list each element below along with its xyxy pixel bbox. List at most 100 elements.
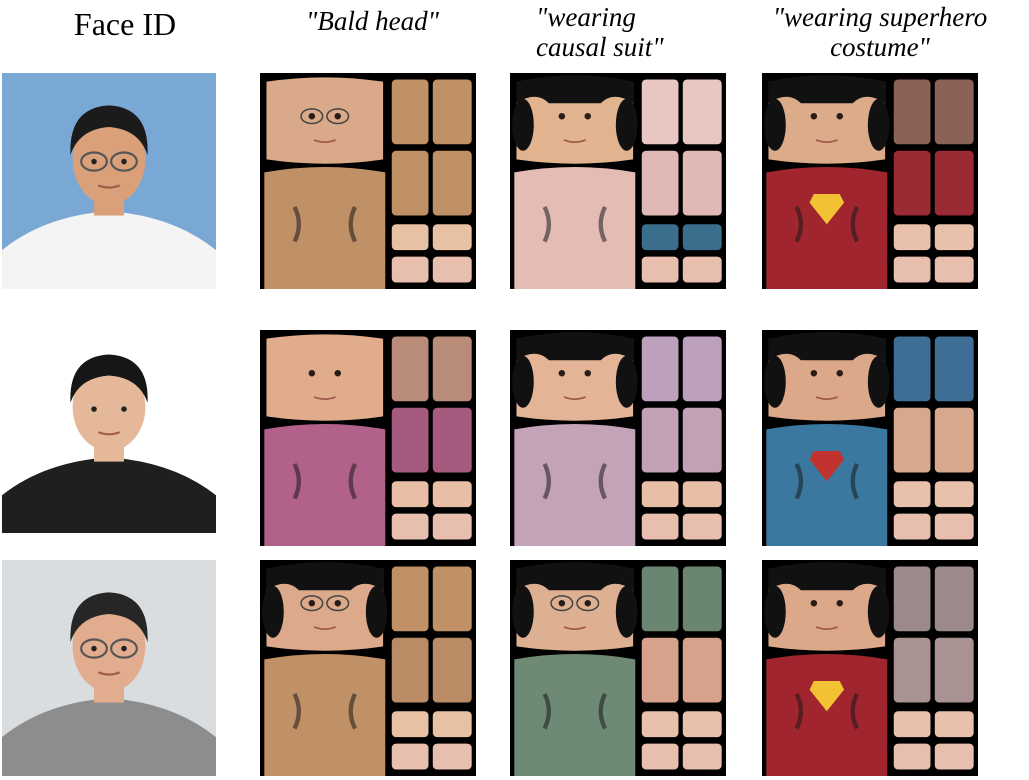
chest-emblem — [809, 193, 845, 225]
texture-map — [260, 560, 476, 776]
eye-left — [558, 599, 566, 607]
shirt-folds — [542, 205, 608, 243]
shirt-unwrap — [514, 166, 636, 289]
sleeve-patch — [432, 336, 472, 402]
hand-patch — [934, 711, 974, 738]
eye-right — [836, 369, 843, 377]
eye-right — [584, 599, 591, 607]
hair-side-left — [764, 98, 786, 151]
casual-suit-label-line2: causal suit" — [536, 32, 664, 62]
foot-patch — [934, 743, 974, 770]
hand-patch — [641, 481, 679, 508]
foot-patch — [391, 513, 429, 540]
hand-patch — [682, 224, 722, 251]
shirt-folds — [794, 205, 860, 243]
mouth — [313, 139, 336, 143]
hand-patch — [934, 481, 974, 508]
foot-patch — [934, 256, 974, 283]
foot-patch — [682, 743, 722, 770]
leg-patch — [391, 407, 429, 473]
mouth — [313, 626, 336, 630]
sleeve-patch — [391, 336, 429, 402]
face-id-header: Face ID — [73, 6, 177, 42]
sleeve-patch — [893, 79, 931, 145]
hand-patch — [641, 224, 679, 251]
eye-right — [121, 406, 127, 412]
eye-left — [91, 645, 97, 652]
hair — [70, 354, 148, 403]
foot-patch — [641, 513, 679, 540]
eye-right — [836, 112, 843, 120]
sleeve-patch — [432, 566, 472, 632]
hair-unwrap — [516, 332, 634, 361]
eye-right — [334, 599, 341, 607]
shirt-unwrap — [514, 423, 636, 546]
foot-patch — [682, 513, 722, 540]
mouth — [815, 396, 838, 400]
texture-map — [510, 560, 726, 776]
mouth — [563, 396, 586, 400]
hair — [70, 105, 148, 156]
foot-patch — [432, 513, 472, 540]
mouth — [97, 431, 121, 436]
hair-side-left — [512, 355, 534, 408]
shoulders — [2, 698, 216, 776]
face — [72, 362, 146, 452]
leg-patch — [641, 407, 679, 473]
mouth — [97, 671, 121, 676]
hand-patch — [893, 481, 931, 508]
leg-patch — [391, 150, 429, 216]
shirt-unwrap — [766, 653, 888, 776]
hair-side-left — [764, 355, 786, 408]
hair-unwrap — [266, 562, 384, 591]
hand-patch — [893, 711, 931, 738]
eye-right — [121, 158, 127, 165]
superhero-label-line2: costume" — [830, 32, 930, 62]
mouth — [313, 396, 336, 400]
texture-map — [762, 560, 978, 776]
hair-unwrap — [768, 562, 886, 591]
hand-patch — [934, 224, 974, 251]
face-photo — [2, 73, 216, 289]
sleeve-patch — [641, 336, 679, 402]
sleeve-patch — [934, 566, 974, 632]
hand-patch — [893, 224, 931, 251]
leg-patch — [391, 637, 429, 703]
sleeve-patch — [641, 79, 679, 145]
shirt-folds — [292, 692, 358, 730]
shirt-folds — [542, 692, 608, 730]
eye-right — [836, 599, 843, 607]
foot-patch — [432, 743, 472, 770]
sleeve-patch — [682, 79, 722, 145]
eye-right — [334, 369, 341, 377]
sleeve-patch — [391, 566, 429, 632]
leg-patch — [432, 407, 472, 473]
hand-patch — [391, 224, 429, 251]
glasses-right — [326, 108, 350, 125]
hair-unwrap — [768, 75, 886, 104]
hair-side-right — [867, 585, 890, 638]
eye-right — [584, 112, 591, 120]
hand-patch — [641, 711, 679, 738]
shirt-folds — [542, 462, 608, 500]
leg-patch — [432, 637, 472, 703]
texture-map — [260, 330, 476, 546]
eye-left — [558, 112, 566, 120]
eye-left — [308, 599, 316, 607]
texture-map — [762, 73, 978, 289]
hand-patch — [682, 711, 722, 738]
head-unwrap — [266, 334, 384, 421]
leg-patch — [893, 637, 931, 703]
mouth — [815, 139, 838, 143]
glasses-right — [110, 638, 138, 659]
foot-patch — [641, 256, 679, 283]
hand-patch — [682, 481, 722, 508]
hair-side-right — [867, 355, 890, 408]
sleeve-patch — [641, 566, 679, 632]
glasses-right — [576, 595, 600, 612]
hair-side-right — [615, 585, 638, 638]
shoulders — [2, 211, 216, 289]
glasses-left — [300, 595, 324, 612]
shirt-folds — [292, 205, 358, 243]
bald-head-label: "Bald head" — [306, 6, 439, 36]
